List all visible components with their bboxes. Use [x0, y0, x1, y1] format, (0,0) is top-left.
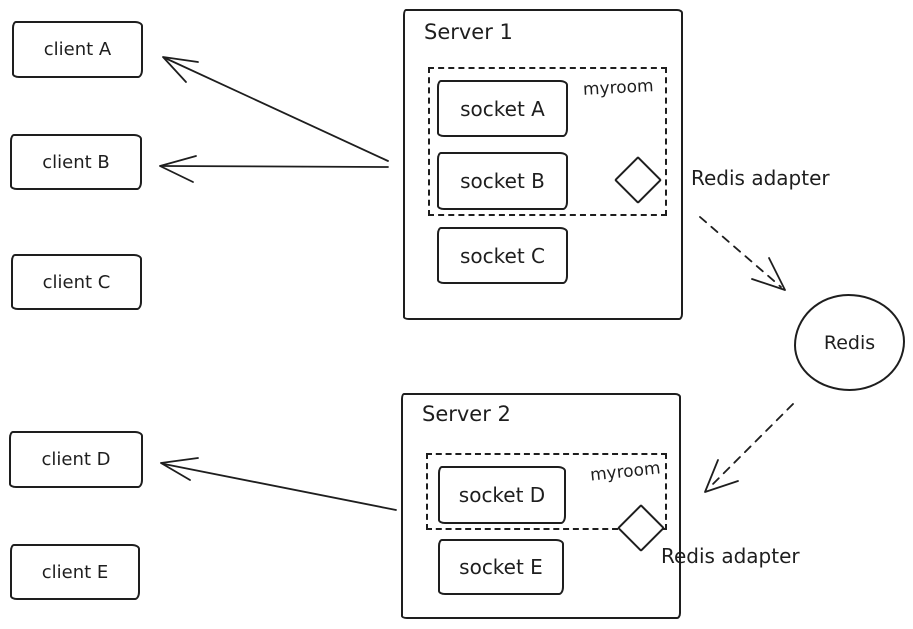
socket-c-label: socket C [460, 243, 545, 268]
redis-node: Redis [794, 294, 905, 391]
server-1-myroom-container [428, 67, 667, 216]
socket-d-label: socket D [458, 483, 546, 507]
redis-adapter-label-server1: Redis adapter [691, 166, 830, 190]
client-e-box: client E [10, 544, 140, 600]
server-2-myroom-container [426, 453, 667, 530]
redis-adapter-label-server2: Redis adapter [661, 544, 800, 568]
redis-label: Redis [823, 331, 876, 354]
arrowhead-client-d-icon [160, 457, 199, 481]
client-b-box: client B [10, 134, 142, 190]
client-e-label: client E [41, 561, 109, 583]
client-d-box: client D [9, 431, 143, 488]
socket-e-label: socket E [459, 555, 543, 579]
socket-d-box: socket D [438, 466, 566, 524]
arrow-server2-to-client-d [163, 463, 397, 511]
client-b-label: client B [42, 151, 110, 173]
arrow-server1-to-client-b [162, 165, 389, 168]
client-c-box: client C [11, 254, 142, 310]
server-2-title: Server 2 [422, 402, 511, 426]
dashed-arrow-adapter1-to-redis [699, 216, 782, 288]
server-1-title: Server 1 [424, 20, 513, 44]
socket-a-box: socket A [437, 80, 568, 137]
client-d-label: client D [41, 449, 111, 470]
server-1-myroom-label: myroom [582, 76, 655, 100]
arrowhead-redis-icon [751, 257, 786, 291]
socket-c-box: socket C [437, 227, 568, 284]
socket-b-label: socket B [460, 169, 545, 193]
socket-e-box: socket E [438, 539, 564, 595]
arrow-server1-to-client-a [164, 57, 389, 162]
arrowhead-client-b-icon [159, 155, 197, 183]
socket-b-box: socket B [437, 152, 568, 210]
arrowhead-client-a-icon [162, 56, 199, 83]
socket-a-label: socket A [460, 96, 545, 121]
client-c-label: client C [42, 271, 111, 293]
client-a-label: client A [43, 39, 112, 60]
dashed-arrow-redis-to-adapter2 [708, 403, 794, 489]
client-a-box: client A [12, 21, 143, 78]
arrowhead-adapter2-icon [704, 459, 739, 493]
